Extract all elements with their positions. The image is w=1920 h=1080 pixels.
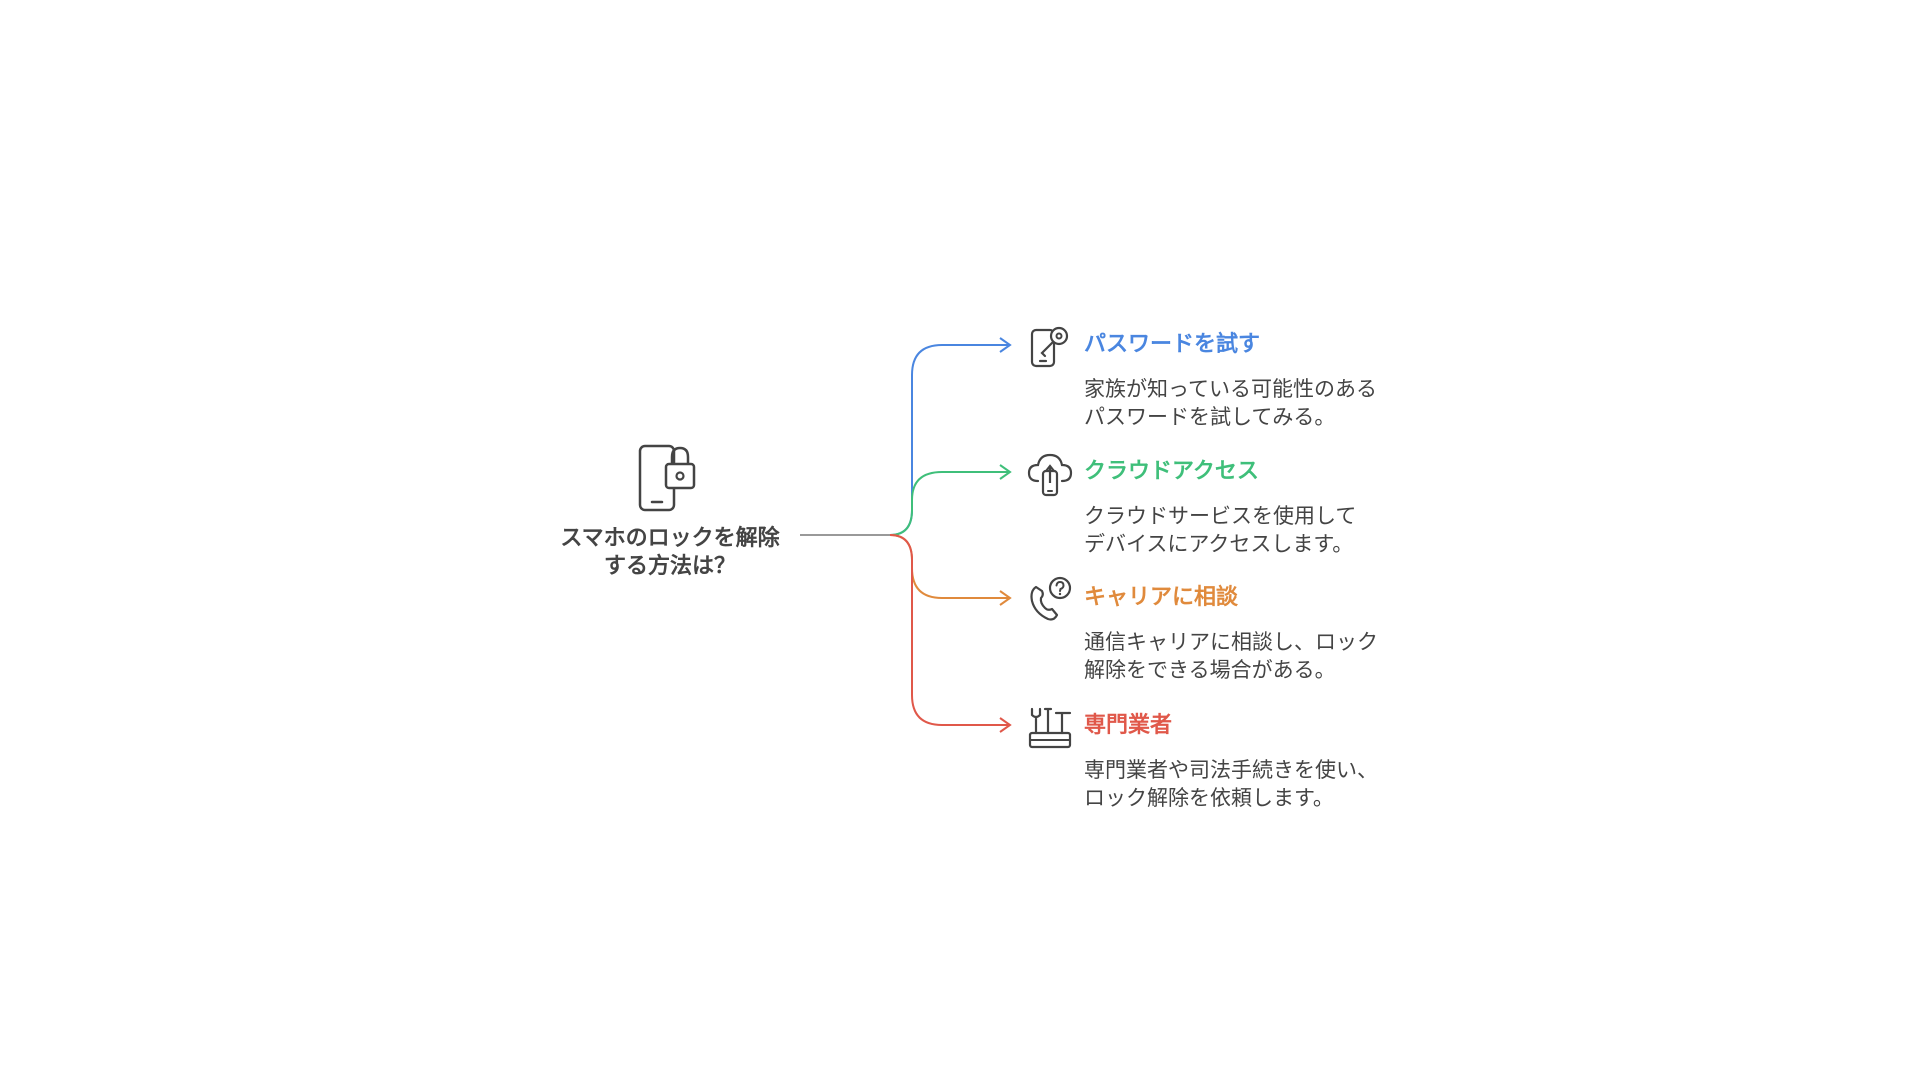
branch-title-carrier: キャリアに相談	[1084, 585, 1239, 610]
branch-title-cloud: クラウドアクセス	[1084, 459, 1259, 484]
branch-description-carrier: 通信キャリアに相談し、ロック 解除をできる場合がある。	[1084, 628, 1444, 684]
branch-title-specialist: 専門業者	[1084, 713, 1173, 738]
connector-password	[889, 344, 1008, 536]
root-title-line: スマホのロックを解除	[560, 526, 780, 551]
root-title-line: する方法は？	[603, 554, 736, 579]
description-line: 通信キャリアに相談し、ロック	[1084, 630, 1378, 654]
phone-lock-icon	[638, 444, 696, 512]
cloud-phone-icon	[1027, 453, 1073, 497]
description-line: クラウドサービスを使用して	[1084, 504, 1357, 528]
branch-description-cloud: クラウドサービスを使用して デバイスにアクセスします。	[1084, 502, 1444, 558]
phone-key-icon	[1030, 326, 1069, 368]
tools-icon	[1028, 707, 1072, 749]
arrowhead-password	[999, 337, 1012, 353]
connector-specialist	[889, 534, 1008, 726]
arrowhead-carrier	[999, 590, 1012, 606]
phone-question-icon	[1030, 576, 1072, 621]
arrowhead-specialist	[999, 717, 1012, 733]
branch-description-password: 家族が知っている可能性のある パスワードを試してみる。	[1084, 375, 1444, 431]
root-title: スマホのロックを解除 する方法は？	[530, 525, 810, 581]
description-line: 専門業者や司法手続きを使い、	[1084, 758, 1378, 782]
branch-title-password: パスワードを試す	[1084, 332, 1261, 357]
arrowhead-cloud	[999, 464, 1012, 480]
description-line: デバイスにアクセスします。	[1084, 532, 1354, 556]
description-line: パスワードを試してみる。	[1084, 405, 1336, 429]
description-line: ロック解除を依頼します。	[1084, 786, 1334, 810]
connector-cloud	[889, 471, 1008, 536]
description-line: 解除をできる場合がある。	[1084, 658, 1336, 682]
branch-description-specialist: 専門業者や司法手続きを使い、 ロック解除を依頼します。	[1084, 756, 1444, 812]
description-line: 家族が知っている可能性のある	[1084, 377, 1377, 401]
